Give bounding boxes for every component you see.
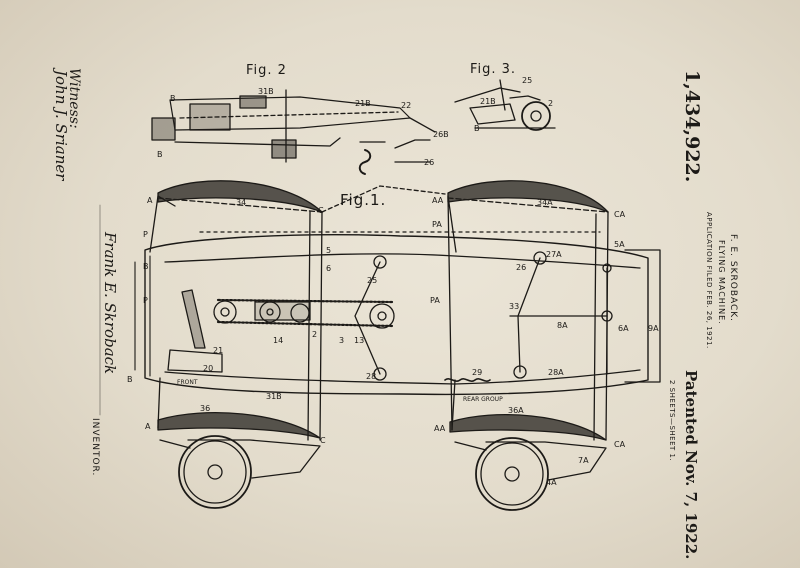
ref-label: PA xyxy=(432,220,442,229)
ref-label: 14 xyxy=(273,336,284,345)
ref-label: 5 xyxy=(326,246,332,255)
front-wheel xyxy=(178,435,321,509)
fig2-label: Fig. 2 xyxy=(246,63,287,78)
ref-label: P xyxy=(143,230,148,239)
inventor-label: INVENTOR. xyxy=(90,418,100,477)
fig3-label: Fig. 3. xyxy=(470,62,517,77)
ref-label: 22 xyxy=(401,101,412,110)
ref-label: B xyxy=(157,150,163,159)
ref-label: 21 xyxy=(213,346,224,355)
ref-label: 26B xyxy=(433,130,449,139)
ref-label: 6 xyxy=(326,264,332,273)
ref-label: B xyxy=(143,262,149,271)
ref-label: 2 xyxy=(548,99,554,108)
ref-label: CA xyxy=(614,440,626,449)
ref-label: A xyxy=(147,196,153,205)
ref-label: B xyxy=(170,94,176,103)
ref-label: B xyxy=(127,375,133,384)
ref-label: C xyxy=(320,436,326,445)
ref-label: 34 xyxy=(236,198,247,207)
ref-label: AA xyxy=(434,424,446,433)
ref-label: 4A xyxy=(546,478,557,487)
ref-label: 28 xyxy=(366,372,377,381)
sheet-count: 2 SHEETS—SHEET 1. xyxy=(668,380,676,462)
ref-label: 31B xyxy=(258,87,274,96)
rear-wheel xyxy=(475,437,607,511)
patent-number: 1,434,922. xyxy=(681,70,703,183)
ref-label: 26 xyxy=(516,263,527,272)
ref-label: 7A xyxy=(578,456,589,465)
ref-label: 6A xyxy=(618,324,629,333)
ref-label: 3 xyxy=(339,336,345,345)
ref-label: 5A xyxy=(614,240,625,249)
front-annotation: FRONT xyxy=(177,379,198,386)
fig1-drawing xyxy=(134,180,661,511)
fig2-drawing xyxy=(151,89,436,175)
ref-label: 13 xyxy=(354,336,365,345)
ref-label: CA xyxy=(614,210,626,219)
ref-label: 2 xyxy=(312,330,318,339)
fig1-label: Fig.1. xyxy=(340,191,387,209)
witness-signature: John J. Srianer xyxy=(52,70,70,181)
rear-group-annotation: REAR GROUP xyxy=(463,396,503,403)
ref-label: P xyxy=(143,296,148,305)
ref-label: 25 xyxy=(367,276,378,285)
ref-label: PA xyxy=(430,296,440,305)
patent-title: FLYING MACHINE. xyxy=(717,240,726,325)
ref-label: 25 xyxy=(522,76,533,85)
ref-label: 26 xyxy=(424,158,435,167)
application-filed: APPLICATION FILED FEB. 26, 1921. xyxy=(705,212,713,349)
ref-label: A xyxy=(145,422,151,431)
ref-label: 9A xyxy=(648,324,659,333)
ref-label: B xyxy=(474,124,480,133)
ref-label: 28A xyxy=(548,368,564,377)
patented-date: Patented Nov. 7, 1922. xyxy=(682,370,700,560)
ref-label: 29 xyxy=(472,368,483,377)
inventor-signature: Frank E. Skroback xyxy=(101,232,119,375)
ref-label: 27A xyxy=(546,250,562,259)
fig3-drawing xyxy=(454,79,556,131)
ref-label: 20 xyxy=(203,364,214,373)
ref-label: 34A xyxy=(537,198,553,207)
ref-label: 21B xyxy=(480,97,496,106)
ref-label: 21B xyxy=(355,99,371,108)
inventor-name-header: F. E. SKROBACK. xyxy=(728,234,738,323)
ref-label: 36 xyxy=(200,404,211,413)
ref-label: 36A xyxy=(508,406,524,415)
ref-label: 31B xyxy=(266,392,282,401)
ref-label: 8A xyxy=(557,321,568,330)
ref-label: 33 xyxy=(509,302,520,311)
ref-label: AA xyxy=(432,196,444,205)
ref-label: C xyxy=(318,206,324,215)
